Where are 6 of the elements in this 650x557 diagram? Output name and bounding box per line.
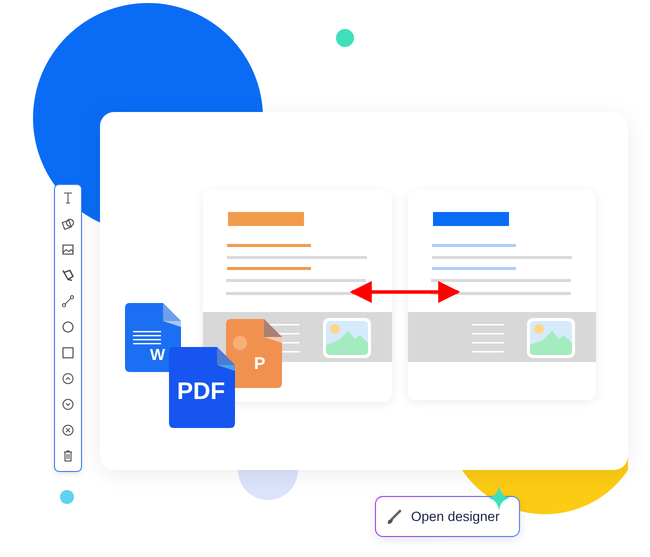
double-arrow: [350, 281, 460, 303]
file-type-letter: W: [150, 348, 166, 364]
file-type-label: PDF: [177, 380, 225, 404]
open-designer-button: Open designer: [375, 496, 520, 537]
file-type-letter: P: [254, 355, 266, 372]
document-page: [408, 190, 596, 400]
